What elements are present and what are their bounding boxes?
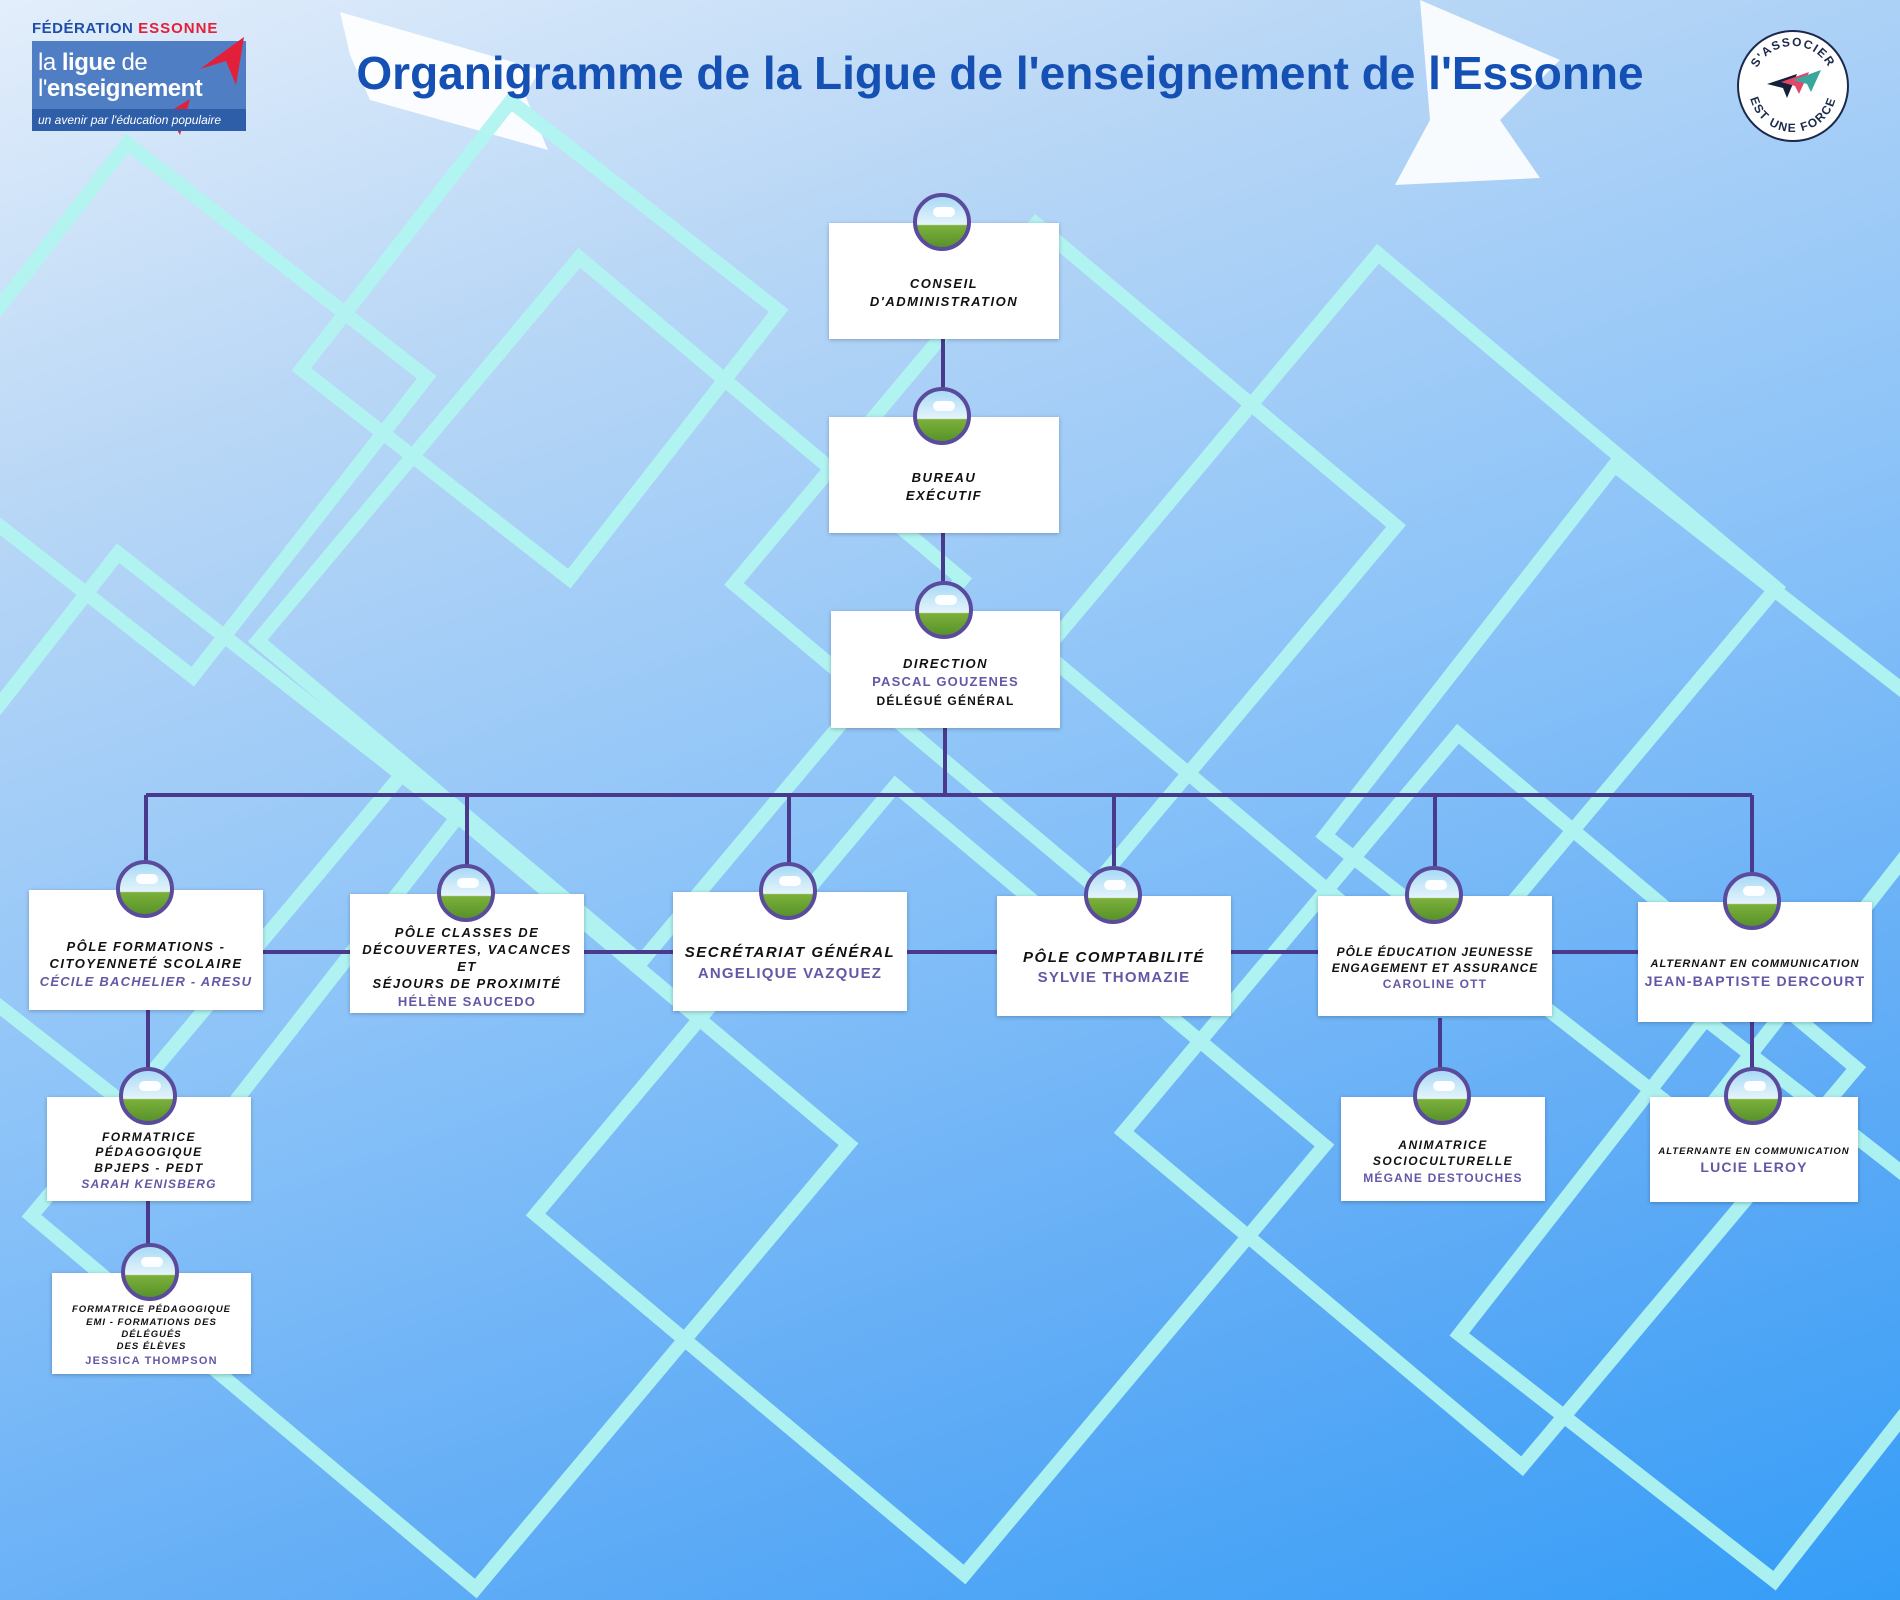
avatar-icon	[1405, 866, 1463, 924]
node-person: SYLVIE THOMAZIE	[1037, 969, 1191, 986]
node-alternante-communication[interactable]: ALTERNANTE EN COMMUNICATION LUCIE LEROY	[1650, 1097, 1858, 1202]
node-person: MÉGANE DESTOUCHES	[1363, 1170, 1523, 1185]
bg-square	[0, 543, 467, 1167]
node-role: ANIMATRICE SOCIOCULTURELLE	[1372, 1138, 1514, 1168]
node-person: PASCAL GOUZENES	[872, 673, 1019, 689]
avatar-icon	[119, 1067, 177, 1125]
node-animatrice-socioculturelle[interactable]: ANIMATRICE SOCIOCULTURELLE MÉGANE DESTOU…	[1341, 1097, 1545, 1201]
ligue-logo[interactable]: FÉDÉRATION ESSONNE la ligue de l'enseign…	[32, 20, 250, 135]
avatar-icon	[1413, 1067, 1471, 1125]
node-person: HÉLÈNE SAUCEDO	[397, 993, 537, 1009]
node-role: ALTERNANTE EN COMMUNICATION	[1658, 1145, 1850, 1157]
node-person: CAROLINE OTT	[1382, 977, 1488, 992]
bg-square	[1449, 1009, 1900, 1591]
avatar-icon	[913, 387, 971, 445]
node-person: LUCIE LEROY	[1700, 1159, 1808, 1176]
node-role: BUREAU EXÉCUTIF	[905, 470, 983, 503]
node-role: CONSEIL D'ADMINISTRATION	[869, 276, 1019, 309]
node-person: CÉCILE BACHELIER - ARESU	[39, 973, 253, 989]
node-person: JEAN-BAPTISTE DERCOURT	[1644, 972, 1866, 989]
logo-tagline: un avenir par l'éducation populaire	[32, 109, 246, 131]
avatar-icon	[1084, 866, 1142, 924]
node-role: FORMATRICE PÉDAGOGIQUE BPJEPS - PEDT	[94, 1129, 204, 1175]
avatar-icon	[913, 193, 971, 251]
node-role: FORMATRICE PÉDAGOGIQUE EMI - FORMATIONS …	[71, 1304, 232, 1353]
node-role: ALTERNANT EN COMMUNICATION	[1650, 958, 1860, 971]
logo-line-1: la ligue de	[38, 49, 148, 76]
node-role: PÔLE ÉDUCATION JEUNESSE ENGAGEMENT ET AS…	[1331, 944, 1539, 975]
sassocier-badge: S'ASSOCIER EST UNE FORCE	[1737, 30, 1849, 142]
node-person: JESSICA THOMPSON	[85, 1354, 218, 1367]
avatar-icon	[121, 1243, 179, 1301]
page-title: Organigramme de la Ligue de l'enseigneme…	[356, 47, 1644, 99]
node-person: ANGELIQUE VAZQUEZ	[697, 964, 883, 982]
avatar-icon	[116, 860, 174, 918]
avatar-icon	[1724, 1067, 1782, 1125]
node-role: PÔLE COMPTABILITÉ	[1023, 948, 1205, 966]
node-person: SARAH KENISBERG	[81, 1177, 217, 1192]
node-role: PÔLE FORMATIONS - CITOYENNETÉ SCOLAIRE	[49, 938, 243, 972]
bg-square	[0, 133, 437, 687]
avatar-icon	[1723, 872, 1781, 930]
logo-box: la ligue de l'enseignement un avenir par…	[32, 37, 246, 135]
logo-federation-text: FÉDÉRATION ESSONNE	[32, 20, 219, 37]
avatar-icon	[915, 581, 973, 639]
node-subtitle: DÉLÉGUÉ GÉNÉRAL	[876, 694, 1015, 709]
avatar-icon	[759, 862, 817, 920]
bg-square	[1033, 243, 1787, 997]
paper-plane-shape-right	[1395, 0, 1560, 185]
node-formatrice-bpjeps[interactable]: FORMATRICE PÉDAGOGIQUE BPJEPS - PEDT SAR…	[47, 1097, 251, 1201]
bg-square	[1113, 723, 1867, 1477]
node-role: DIRECTION	[903, 655, 988, 671]
bg-square	[291, 91, 789, 589]
node-role: SECRÉTARIAT GÉNÉRAL	[684, 944, 896, 962]
logo-line-2: l'enseignement	[38, 75, 203, 102]
paper-planes-icon	[1767, 70, 1821, 98]
avatar-icon	[437, 864, 495, 922]
bg-square	[724, 214, 1406, 896]
red-flag-icon	[200, 37, 244, 85]
node-role: PÔLE CLASSES DE DÉCOUVERTES, VACANCES ET…	[362, 924, 572, 991]
